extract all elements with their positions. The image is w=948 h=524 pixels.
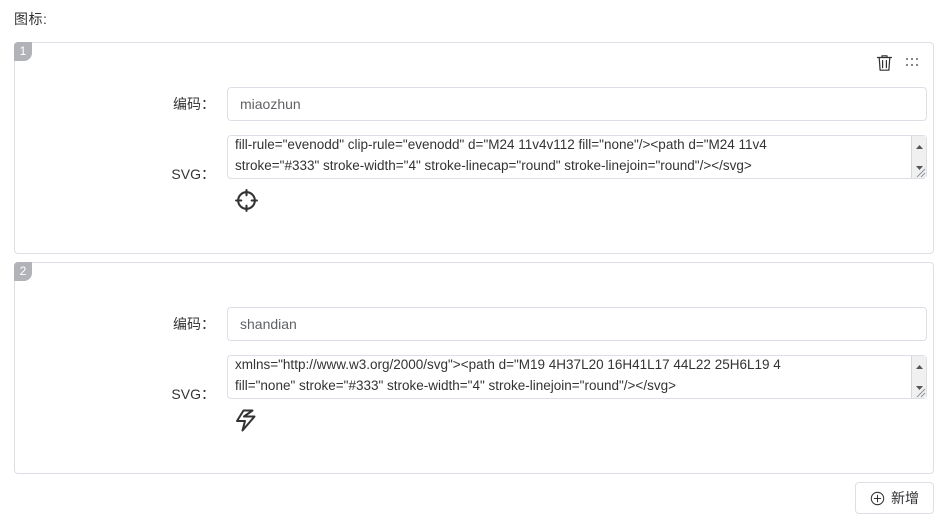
circle-plus-icon: [870, 491, 885, 505]
textarea-scrollbar[interactable]: [911, 136, 926, 178]
icon-card: 1 编码： SVG： fill-rule="evenodd" cli: [14, 42, 934, 254]
svg-textarea-wrap: xmlns="http://www.w3.org/2000/svg"><path…: [227, 355, 927, 399]
card-list-footer: 新增: [855, 482, 934, 514]
target-crosshair-icon: [234, 188, 258, 212]
svg-field-control: xmlns="http://www.w3.org/2000/svg"><path…: [227, 355, 927, 437]
trash-icon[interactable]: [874, 53, 894, 73]
svg-textarea-wrap: fill-rule="evenodd" clip-rule="evenodd" …: [227, 135, 927, 179]
code-field-row: 编码：: [15, 263, 933, 341]
svg-field-label: SVG：: [171, 166, 215, 182]
resize-grip-icon[interactable]: [912, 164, 926, 178]
code-field-label: 编码：: [173, 316, 215, 332]
code-field-label: 编码：: [173, 96, 215, 112]
icon-preview: [229, 403, 263, 437]
code-field-control: [227, 87, 927, 121]
code-field-row: 编码：: [15, 43, 933, 121]
textarea-scrollbar[interactable]: [911, 356, 926, 398]
svg-field-label: SVG：: [171, 386, 215, 402]
scroll-up-arrow-icon[interactable]: [912, 136, 926, 157]
drag-handle-icon[interactable]: [906, 57, 919, 69]
lightning-bolt-icon: [236, 409, 256, 431]
code-field-control: [227, 307, 927, 341]
scroll-up-arrow-icon[interactable]: [912, 356, 926, 377]
add-button-label: 新增: [891, 490, 919, 506]
icon-card: 2 编码： SVG： xmlns="http://www.w3.org/2000…: [14, 262, 934, 474]
page-title: 图标:: [14, 11, 48, 27]
code-input[interactable]: [227, 87, 927, 121]
add-button[interactable]: 新增: [855, 482, 934, 514]
code-input[interactable]: [227, 307, 927, 341]
card-index-badge: 1: [14, 42, 32, 61]
svg-field-control: fill-rule="evenodd" clip-rule="evenodd" …: [227, 135, 927, 217]
svg-field-row: SVG： fill-rule="evenodd" clip-rule="even…: [15, 121, 933, 217]
svg-textarea[interactable]: fill-rule="evenodd" clip-rule="evenodd" …: [227, 135, 927, 179]
icon-card-list: 1 编码： SVG： fill-rule="evenodd" cli: [14, 42, 934, 474]
card-toolbar: [874, 53, 919, 73]
icon-preview: [229, 183, 263, 217]
scroll-down-arrow-icon[interactable]: [912, 157, 926, 178]
card-index-badge: 2: [14, 262, 32, 281]
resize-grip-icon[interactable]: [912, 384, 926, 398]
svg-field-row: SVG： xmlns="http://www.w3.org/2000/svg">…: [15, 341, 933, 437]
scroll-down-arrow-icon[interactable]: [912, 377, 926, 398]
svg-textarea[interactable]: xmlns="http://www.w3.org/2000/svg"><path…: [227, 355, 927, 399]
